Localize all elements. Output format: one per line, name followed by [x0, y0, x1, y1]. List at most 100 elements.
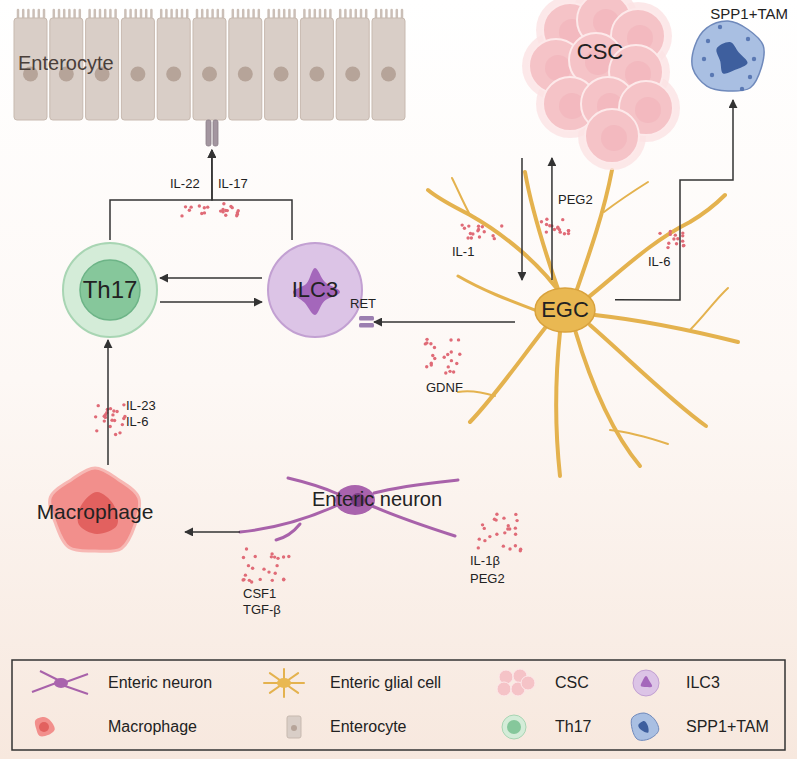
neurite [32, 683, 56, 692]
cytokine-dot [503, 531, 506, 534]
cell-nucleus [130, 67, 145, 82]
enterocyte-cell [372, 18, 405, 120]
cell-node: Th17 [60, 240, 160, 340]
cytokine-dot [563, 232, 566, 235]
neurite [372, 506, 455, 536]
cytokine-label: IL-22 [170, 176, 200, 192]
legend-icon [284, 712, 306, 742]
cytokine-dot [219, 209, 222, 212]
cytokine-dot [447, 365, 450, 368]
cytokine-dot [507, 524, 510, 527]
glial-cell [277, 678, 291, 688]
glia-process [452, 178, 470, 215]
cell-shape [512, 0, 682, 158]
cell-nucleus [507, 720, 521, 734]
cytokine-label: IL-1β [470, 553, 500, 569]
legend-icon [30, 668, 90, 698]
neurite [65, 686, 88, 694]
cell-nucleus [166, 67, 181, 82]
legend-label: Enterocyte [330, 717, 406, 736]
cell-label: EGC [541, 298, 589, 322]
signal-arrow [110, 150, 212, 240]
cell-label: Enteric neuron [312, 488, 442, 510]
cytokine-dot [273, 555, 276, 558]
cytokine-dot [483, 527, 486, 530]
cytokine-dot [658, 232, 661, 235]
glial-cell [535, 288, 595, 332]
cytokine-label: CSF1 TGF-β [243, 586, 295, 617]
glia-process [690, 288, 728, 330]
cytokine-dot [493, 518, 496, 521]
legend-label: Enteric neuron [108, 673, 212, 692]
cytokine-label: IL-1 [452, 244, 474, 260]
glia-process [556, 332, 560, 476]
cytokine-dot [471, 232, 474, 235]
t-cell [63, 243, 157, 337]
cytokine-dot [188, 208, 191, 211]
cell-label: ILC3 [292, 278, 338, 302]
enterocyte-cell [229, 18, 262, 120]
glia-process [575, 170, 612, 295]
cell-node: Enterocyte [12, 8, 407, 150]
cytokine-dot [184, 205, 187, 208]
cytokine-dot [457, 338, 460, 341]
cytokine-dot [548, 224, 551, 227]
glia-process [610, 430, 668, 444]
glia-process [604, 182, 648, 212]
legend-frame [12, 660, 785, 750]
cytokine-dot [189, 205, 192, 208]
cytokine-dot [429, 342, 432, 345]
cytokine-dot [450, 359, 453, 362]
cell-node: ILC3 [262, 240, 374, 340]
cytokine-dot [667, 242, 670, 245]
cell-nucleus [291, 725, 297, 731]
enterocyte-cell [265, 18, 298, 120]
lymphoid-cell [268, 243, 362, 337]
stem-cell [585, 109, 639, 163]
cell-label: Th17 [83, 277, 138, 303]
cytokine-dot [222, 202, 225, 205]
cytokine-dot [203, 206, 206, 209]
cell-nucleus [80, 260, 140, 320]
glia-processes [428, 170, 738, 476]
cytokine-dot [458, 353, 461, 356]
signal-arrow [160, 301, 262, 303]
receptor-symbol [359, 316, 374, 321]
signal-arrow [615, 100, 733, 300]
cytokine-dot [477, 225, 480, 228]
cytokine-dot [545, 218, 548, 221]
cytokine-dot [540, 220, 543, 223]
cytokine-dot [241, 578, 244, 581]
cytokine-dot [112, 409, 115, 412]
cell-label: CSC [577, 40, 623, 64]
cytokine-label: GDNF [426, 380, 463, 396]
cytokine-dot [282, 555, 285, 558]
cytokine-dot [113, 419, 116, 422]
cytokine-dot [495, 513, 498, 516]
cytokine-dot [254, 555, 257, 558]
cytokine-dot [682, 244, 685, 247]
cytokine-dot [180, 214, 183, 217]
cytokine-dot [275, 564, 278, 567]
cytokine-dot [467, 224, 470, 227]
receptor-symbol [359, 323, 374, 328]
cytokine-dot [231, 206, 234, 209]
cytokine-dot [109, 407, 112, 410]
neurite [276, 524, 300, 540]
glia-process [458, 276, 540, 312]
cell-label: Enterocyte [18, 52, 114, 74]
legend-label: Macrophage [108, 717, 197, 736]
neurite [66, 674, 88, 682]
cytokine-dot [115, 410, 118, 413]
cytokine-dot [287, 555, 290, 558]
cytokine-dot [103, 415, 106, 418]
cytokine-dot [237, 209, 240, 212]
cytokine-label: IL-6 [648, 254, 670, 270]
cytokine-dot [477, 228, 480, 231]
signal-arrow [374, 321, 515, 323]
cytokine-dot [669, 230, 672, 233]
glia-process [458, 391, 495, 396]
cytokine-dot [506, 527, 509, 530]
cytokine-dot [103, 419, 106, 422]
